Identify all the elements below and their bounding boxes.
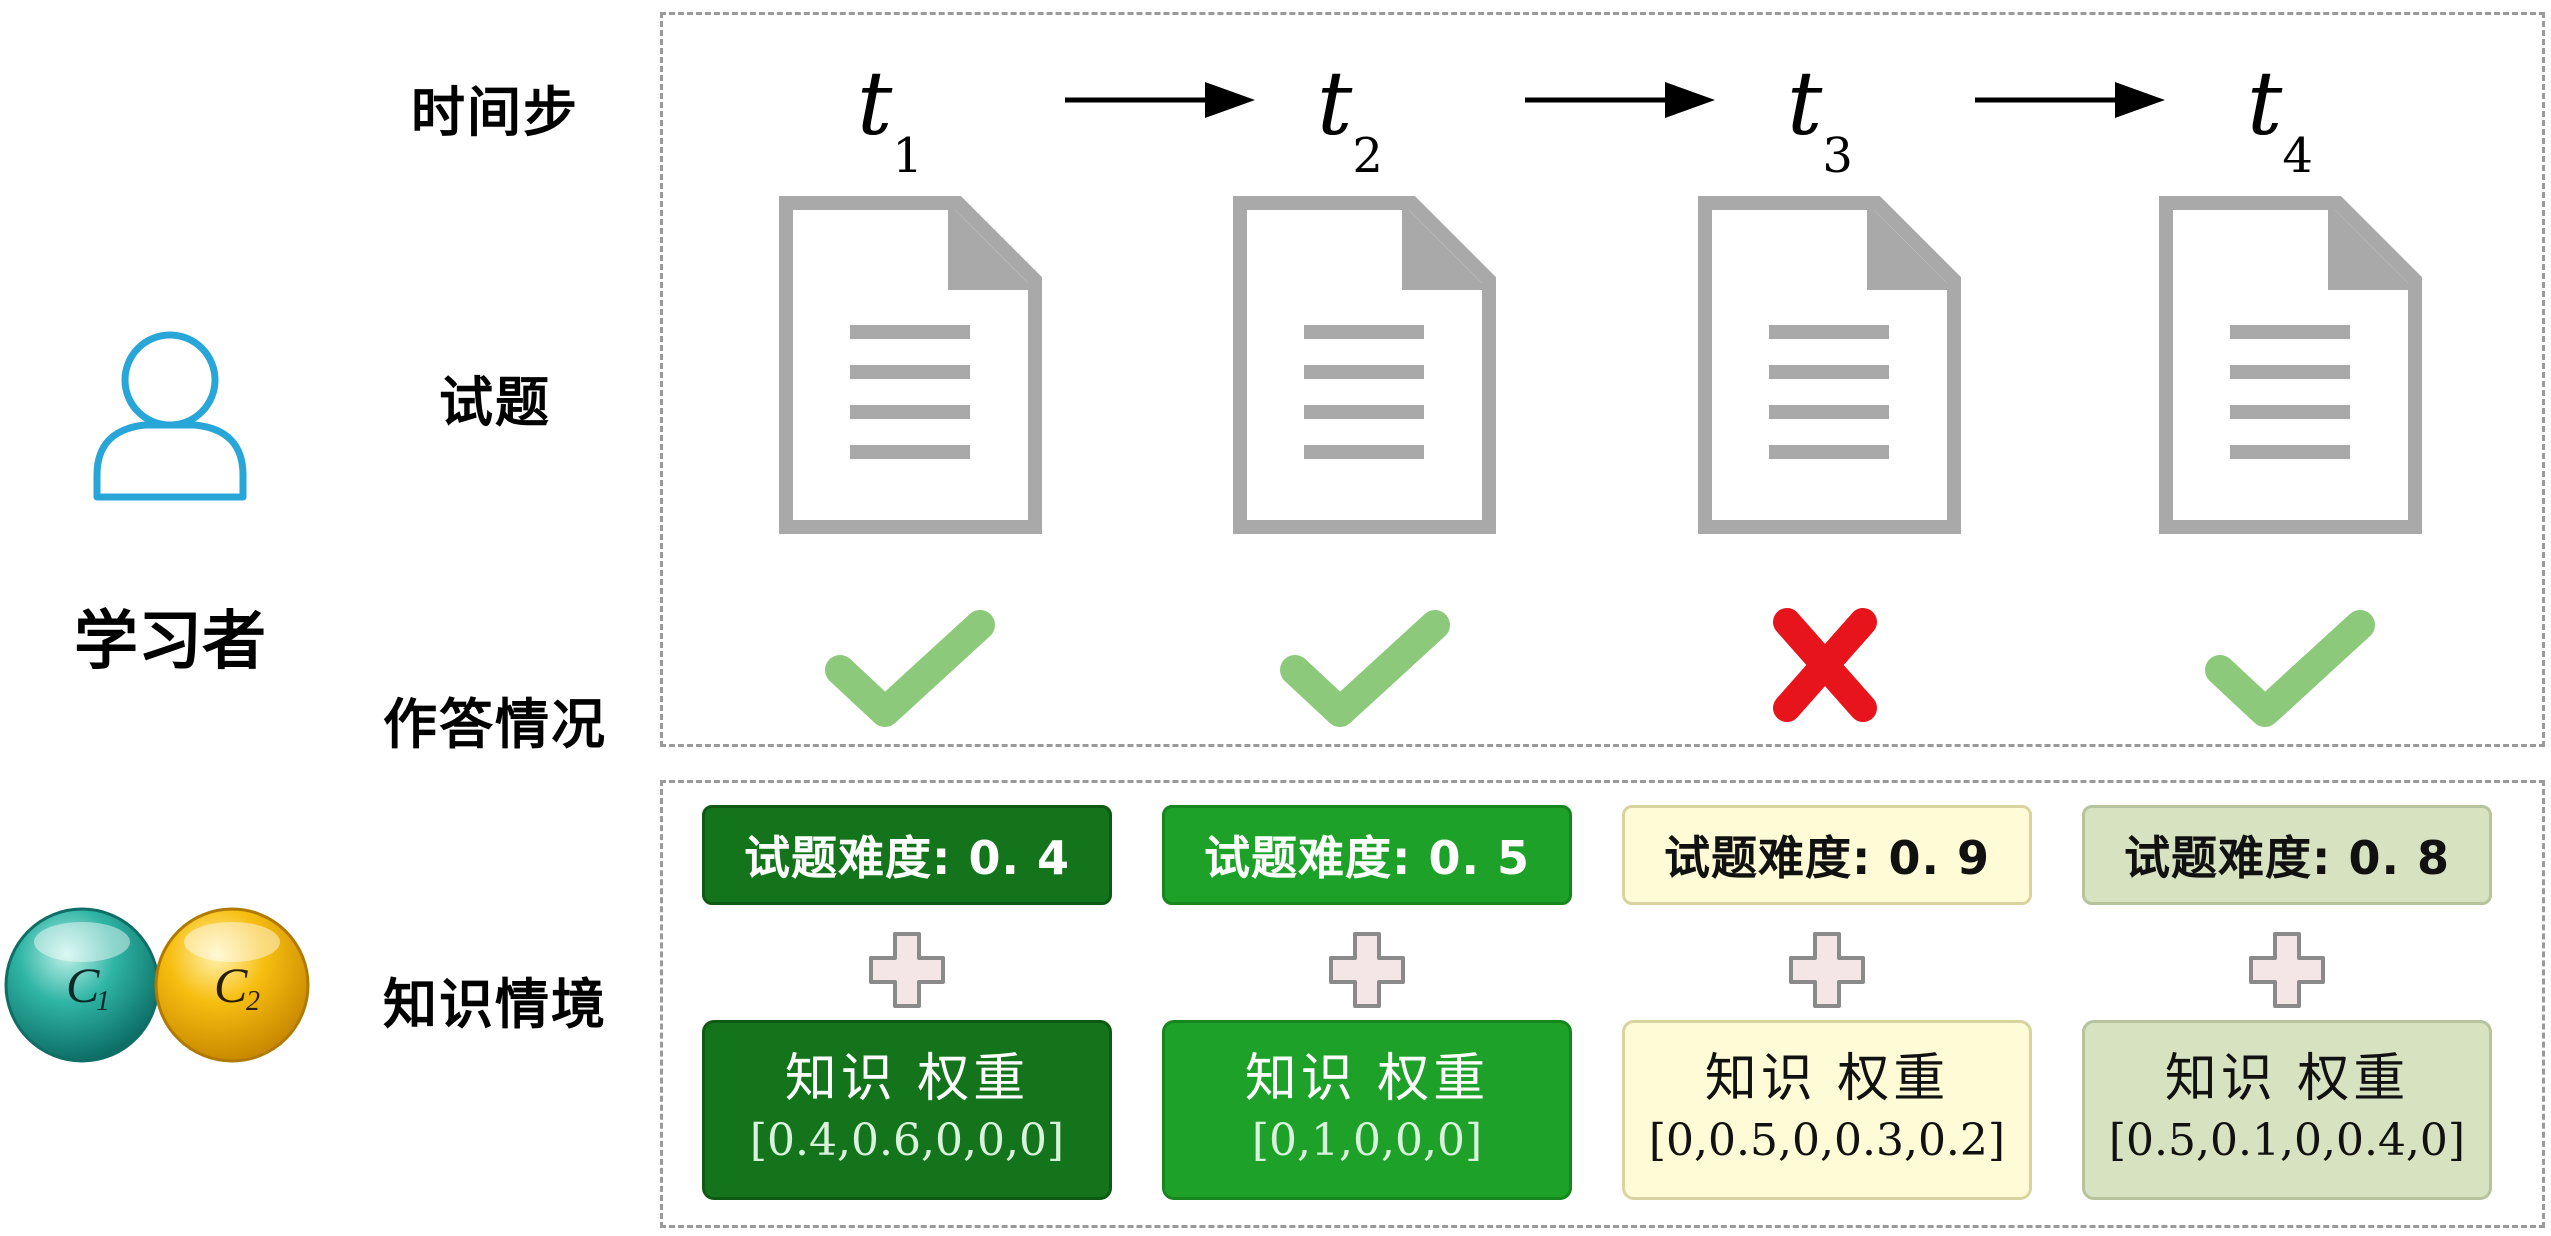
knowledge-weight-title: 知识 权重	[1244, 1049, 1490, 1109]
timestep-1: t1	[857, 52, 923, 184]
timestep-4: t4	[2247, 52, 2313, 184]
plus-icon	[1789, 932, 1865, 1008]
concept-c1: C 1	[4, 907, 160, 1063]
concept-c1-label: C	[66, 957, 100, 1013]
arrow-right-icon	[1065, 82, 1255, 118]
row-label-timestep: 时间步	[411, 81, 579, 144]
difficulty-badge: 试题难度: 0. 4	[702, 805, 1112, 905]
question-document-icon	[1233, 196, 1496, 534]
concept-c2-label: C	[214, 957, 248, 1013]
arrow-right-icon	[1525, 82, 1715, 118]
difficulty-badge: 试题难度: 0. 5	[1162, 805, 1572, 905]
cross-icon	[1773, 608, 1877, 722]
knowledge-weight-title: 知识 权重	[784, 1049, 1030, 1109]
difficulty-badge: 试题难度: 0. 8	[2082, 805, 2492, 905]
check-icon	[825, 610, 995, 727]
concept-c1-sub: 1	[96, 986, 110, 1017]
concept-bubbles: C 1 C 2	[4, 907, 310, 1063]
plus-icon	[1329, 932, 1405, 1008]
knowledge-weight-title: 知识 权重	[2164, 1049, 2410, 1109]
knowledge-weight-box: 知识 权重 [0,0.5,0,0.3,0.2]	[1622, 1020, 2032, 1200]
concept-c2: C 2	[154, 907, 310, 1063]
row-label-question: 试题	[439, 371, 551, 434]
question-document-icon	[779, 196, 1042, 534]
knowledge-weight-vector: [0.4,0.6,0,0,0]	[749, 1115, 1065, 1167]
sequence-frame	[660, 12, 2545, 747]
knowledge-weight-box: 知识 权重 [0,1,0,0,0]	[1162, 1020, 1572, 1200]
difficulty-badge: 试题难度: 0. 9	[1622, 805, 2032, 905]
plus-icon	[2249, 932, 2325, 1008]
plus-icon	[869, 932, 945, 1008]
check-icon	[1280, 610, 1450, 727]
question-document-icon	[2159, 196, 2422, 534]
knowledge-weight-vector: [0,0.5,0,0.3,0.2]	[1648, 1115, 2006, 1167]
knowledge-weight-vector: [0.5,0.1,0,0.4,0]	[2108, 1115, 2466, 1167]
timestep-3: t3	[1787, 52, 1853, 184]
knowledge-context-frame	[660, 780, 2545, 1228]
question-document-icon	[1698, 196, 1961, 534]
arrow-right-icon	[1975, 82, 2165, 118]
concept-c2-sub: 2	[246, 986, 260, 1017]
check-icon	[2205, 610, 2375, 727]
learner-icon	[93, 331, 247, 501]
timestep-2: t2	[1317, 52, 1383, 184]
knowledge-weight-box: 知识 权重 [0.4,0.6,0,0,0]	[702, 1020, 1112, 1200]
learner-label: 学习者	[74, 605, 266, 679]
row-label-response: 作答情况	[383, 693, 607, 756]
knowledge-weight-title: 知识 权重	[1704, 1049, 1950, 1109]
knowledge-weight-box: 知识 权重 [0.5,0.1,0,0.4,0]	[2082, 1020, 2492, 1200]
row-label-knowledge-context: 知识情境	[383, 973, 607, 1036]
knowledge-weight-vector: [0,1,0,0,0]	[1251, 1115, 1483, 1167]
